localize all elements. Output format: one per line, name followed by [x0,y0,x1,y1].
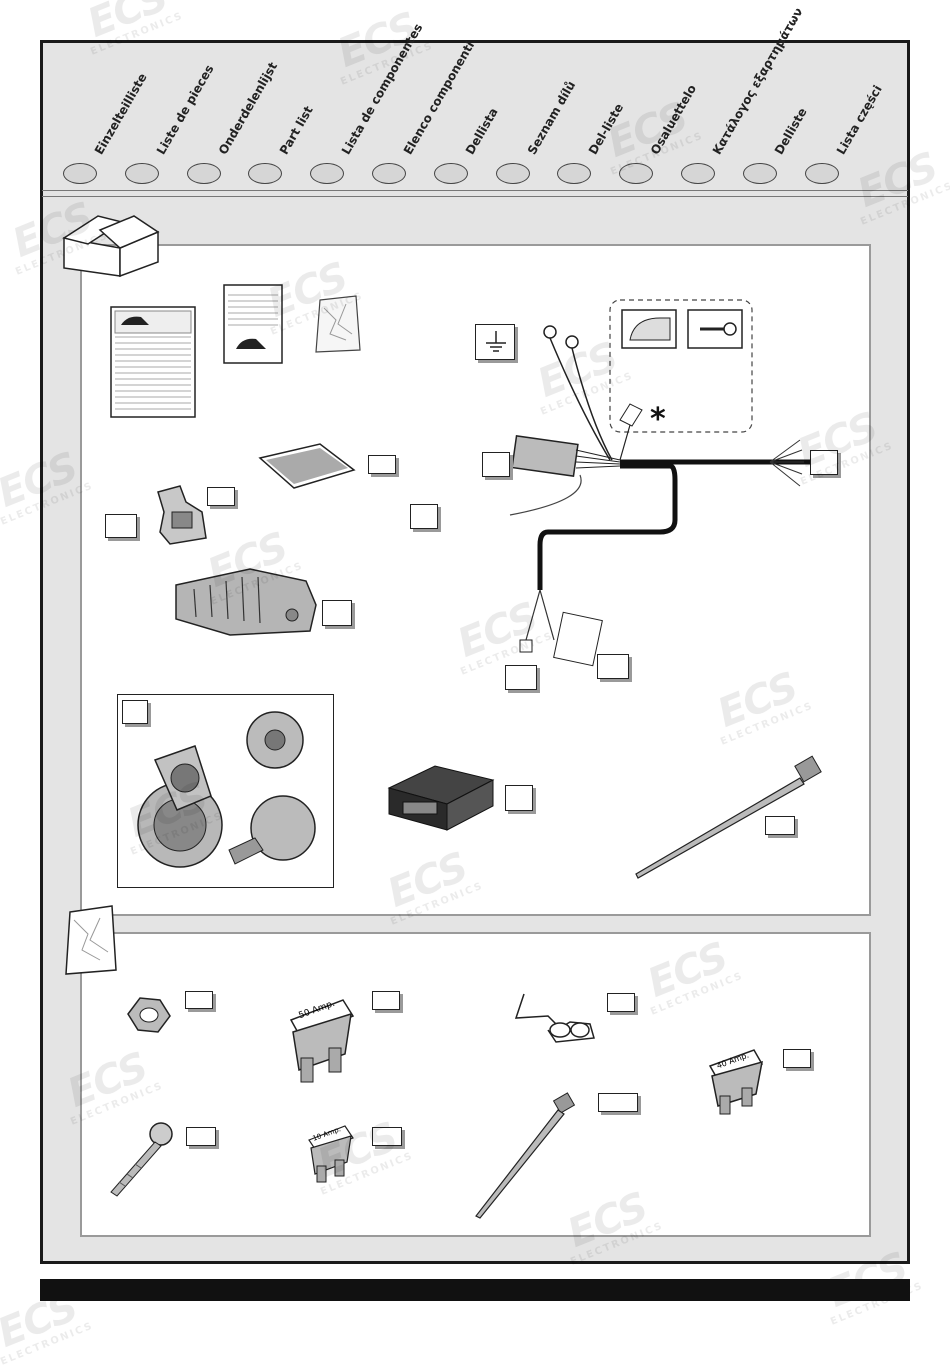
part-number-box [372,1127,402,1146]
part-number-box [105,514,137,538]
ground-icon [486,331,506,352]
cable-clip-icon [514,993,595,1043]
part-number-box [607,993,635,1012]
part-number-box [207,487,235,506]
part-number-box [482,452,510,477]
part-number-box [122,700,148,724]
language-checkbox [804,163,839,184]
language-checkbox [124,163,159,184]
language-checkbox [310,163,345,184]
manual-booklet-icon [110,306,196,418]
part-number-box [505,785,533,811]
connector-bracket-icon [157,485,207,545]
box-icon [62,215,160,278]
part-number-box [322,600,352,626]
language-checkbox [619,163,654,184]
header-divider-2 [42,196,908,197]
part-number-box [186,1127,216,1146]
language-checkbox [742,163,777,184]
part-number-box [810,450,838,475]
part-number-box [372,991,400,1010]
cable-tie-small-icon [475,1092,576,1219]
language-checkbox [681,163,715,184]
connector-housing-icon [175,568,317,636]
part-number-box [368,455,396,474]
language-checkbox [248,163,283,184]
cable-tie-large-icon [635,755,822,879]
fuse-40a-icon [708,1049,764,1115]
language-checkbox [186,163,221,184]
ground-symbol-box [475,324,515,360]
hex-nut-icon [127,997,171,1033]
part-number-box [185,991,213,1009]
part-number-box [410,504,438,529]
instruction-sheet-icon [223,284,283,364]
fuse-50a-icon [289,999,355,1083]
electronic-module-icon [387,765,495,831]
footer-bar [40,1279,910,1301]
plastic-bag-icon [315,295,361,353]
adhesive-pad-icon [258,443,356,489]
part-number-box [783,1049,811,1068]
bag-icon [65,905,117,975]
header-divider [42,190,908,191]
part-number-box [598,1093,638,1112]
part-number-box [597,654,629,679]
language-checkbox [372,163,406,184]
optional-asterisk: * [650,402,666,437]
language-checkbox [557,163,592,184]
part-number-box [765,816,795,835]
screw-icon [110,1122,173,1197]
language-checkbox [433,163,468,184]
fuse-10a-icon [308,1125,354,1183]
language-checkbox [63,163,97,184]
language-checkbox [495,163,530,184]
part-number-box [505,665,537,690]
trailer-socket-icon [137,711,316,868]
wiring-harness-icon [509,299,810,667]
